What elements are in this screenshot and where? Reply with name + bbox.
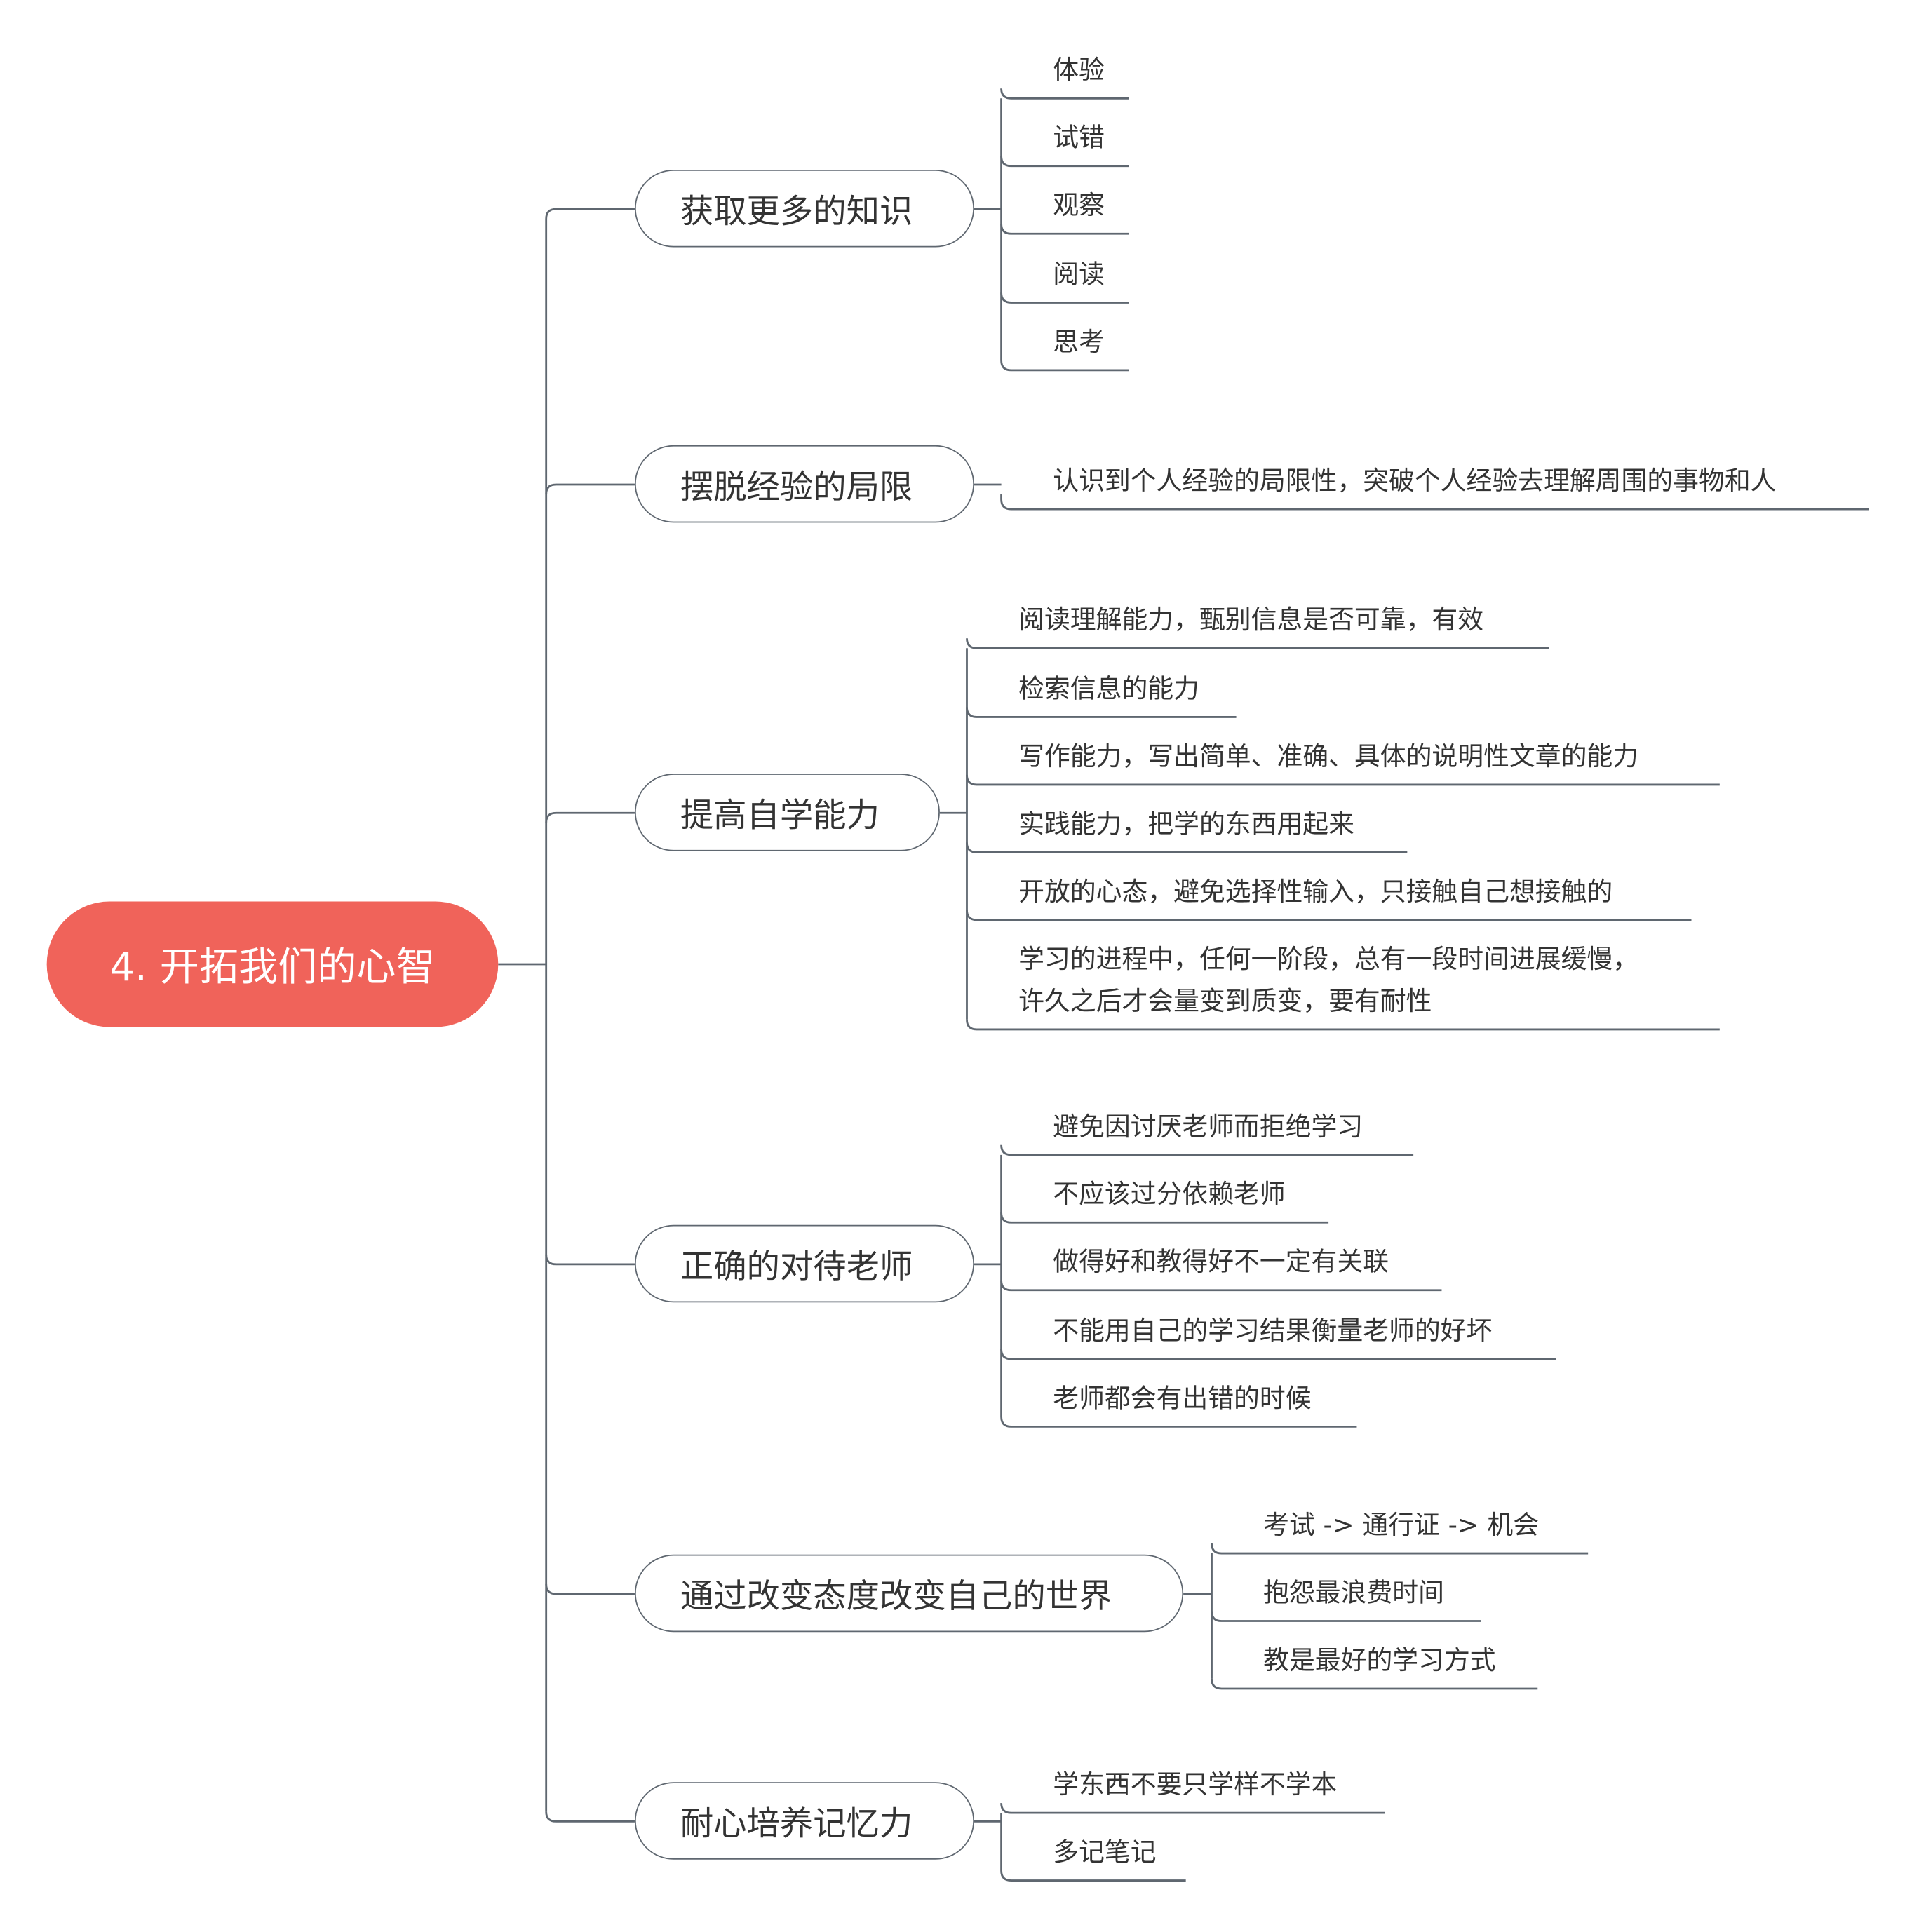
leaf-underline	[1000, 1803, 1385, 1814]
leaf-topic[interactable]: 教是最好的学习方式	[1263, 1645, 1496, 1675]
branch-topic[interactable]: 摆脱经验的局限	[634, 445, 975, 523]
leaf-underline	[1211, 1611, 1481, 1622]
leaf-topic[interactable]: 写作能力，写出简单、准确、具体的说明性文章的能力	[1018, 741, 1639, 771]
leaf-topic[interactable]: 试错	[1053, 123, 1105, 153]
leaf-topic[interactable]: 检索信息的能力	[1018, 674, 1199, 704]
leaf-underline	[966, 638, 1549, 649]
leaf-underline	[966, 774, 1720, 786]
leaf-topic[interactable]: 学东西不要只学样不学本	[1053, 1769, 1338, 1799]
branch-connector	[545, 208, 635, 219]
leaf-topic[interactable]: 观察	[1053, 190, 1105, 220]
leaf-underline	[1000, 1417, 1357, 1428]
root-topic[interactable]: 4. 开拓我们的心智	[46, 901, 499, 1027]
branch-connector	[545, 483, 635, 495]
leaf-underline	[966, 910, 1692, 921]
leaf-underline	[1000, 224, 1129, 235]
leaf-topic[interactable]: 思考	[1053, 327, 1105, 357]
branch-topic[interactable]: 通过改变态度改变自己的世界	[634, 1554, 1184, 1633]
branch-topic[interactable]: 耐心培养记忆力	[634, 1782, 975, 1860]
branch-topic[interactable]: 正确的对待老师	[634, 1224, 975, 1303]
leaf-topic[interactable]: 老师都会有出错的时候	[1053, 1384, 1312, 1414]
leaf-underline	[1000, 1870, 1186, 1882]
branch-topic-label: 提高自学能力	[680, 797, 880, 835]
leaf-underline	[966, 842, 1408, 853]
branch-connector	[545, 1811, 635, 1823]
leaf-topic[interactable]: 抱怨最浪费时间	[1263, 1578, 1444, 1608]
leaf-underline	[1000, 1280, 1442, 1292]
root-topic-label: 4. 开拓我们的心智	[109, 943, 436, 990]
leaf-underline	[1000, 156, 1129, 168]
leaf-topic[interactable]: 不应该过分依赖老师	[1053, 1179, 1286, 1209]
branch-topic-label: 摆脱经验的局限	[680, 468, 913, 507]
branch-topic-label: 通过改变态度改变自己的世界	[680, 1578, 1112, 1616]
branch-topic-label: 获取更多的知识	[680, 193, 913, 231]
leaf-topic[interactable]: 做得好和教得好不一定有关联	[1053, 1247, 1389, 1277]
leaf-underline	[1211, 1678, 1538, 1690]
branch-topic[interactable]: 提高自学能力	[634, 774, 940, 851]
leaf-topic[interactable]: 实践能力，把学的东西用起来	[1018, 809, 1354, 839]
leaf-topic[interactable]: 体验	[1053, 55, 1105, 86]
leaf-topic[interactable]: 考试 -> 通行证 -> 机会	[1263, 1510, 1540, 1540]
leaf-underline	[1211, 1543, 1589, 1555]
leaf-topic[interactable]: 阅读	[1053, 259, 1105, 290]
leaf-topic[interactable]: 不能用自己的学习结果衡量老师的好坏	[1053, 1316, 1493, 1346]
leaf-topic[interactable]: 学习的进程中，任何一阶段，总有一段时间进展缓慢， 许久之后才会量变到质变，要有耐…	[1018, 944, 1639, 1016]
leaf-underline	[1000, 360, 1129, 372]
leaf-underline	[1000, 1212, 1329, 1224]
branch-topic[interactable]: 获取更多的知识	[634, 170, 975, 248]
leaf-underline	[966, 1019, 1720, 1031]
branch-connector	[545, 811, 635, 823]
leaf-underline	[1000, 292, 1129, 304]
leaf-underline	[1000, 88, 1129, 100]
leaf-underline	[1000, 1349, 1556, 1360]
leaf-topic[interactable]: 开放的心态，避免选择性输入，只接触自己想接触的	[1018, 877, 1613, 907]
leaf-topic[interactable]: 认识到个人经验的局限性，突破个人经验去理解周围的事物和人	[1053, 466, 1777, 496]
branch-topic-label: 耐心培养记忆力	[680, 1805, 913, 1844]
branch-connector	[545, 1583, 635, 1595]
leaf-underline	[1000, 1144, 1414, 1156]
leaf-underline	[966, 707, 1237, 718]
leaf-topic[interactable]: 避免因讨厌老师而拒绝学习	[1053, 1112, 1364, 1142]
leaf-underline	[1000, 499, 1869, 511]
branch-connector	[545, 1254, 635, 1266]
leaf-topic[interactable]: 多记笔记	[1053, 1837, 1157, 1867]
leaf-topic[interactable]: 阅读理解能力，甄别信息是否可靠，有效	[1018, 604, 1484, 635]
branch-topic-label: 正确的对待老师	[680, 1248, 913, 1287]
